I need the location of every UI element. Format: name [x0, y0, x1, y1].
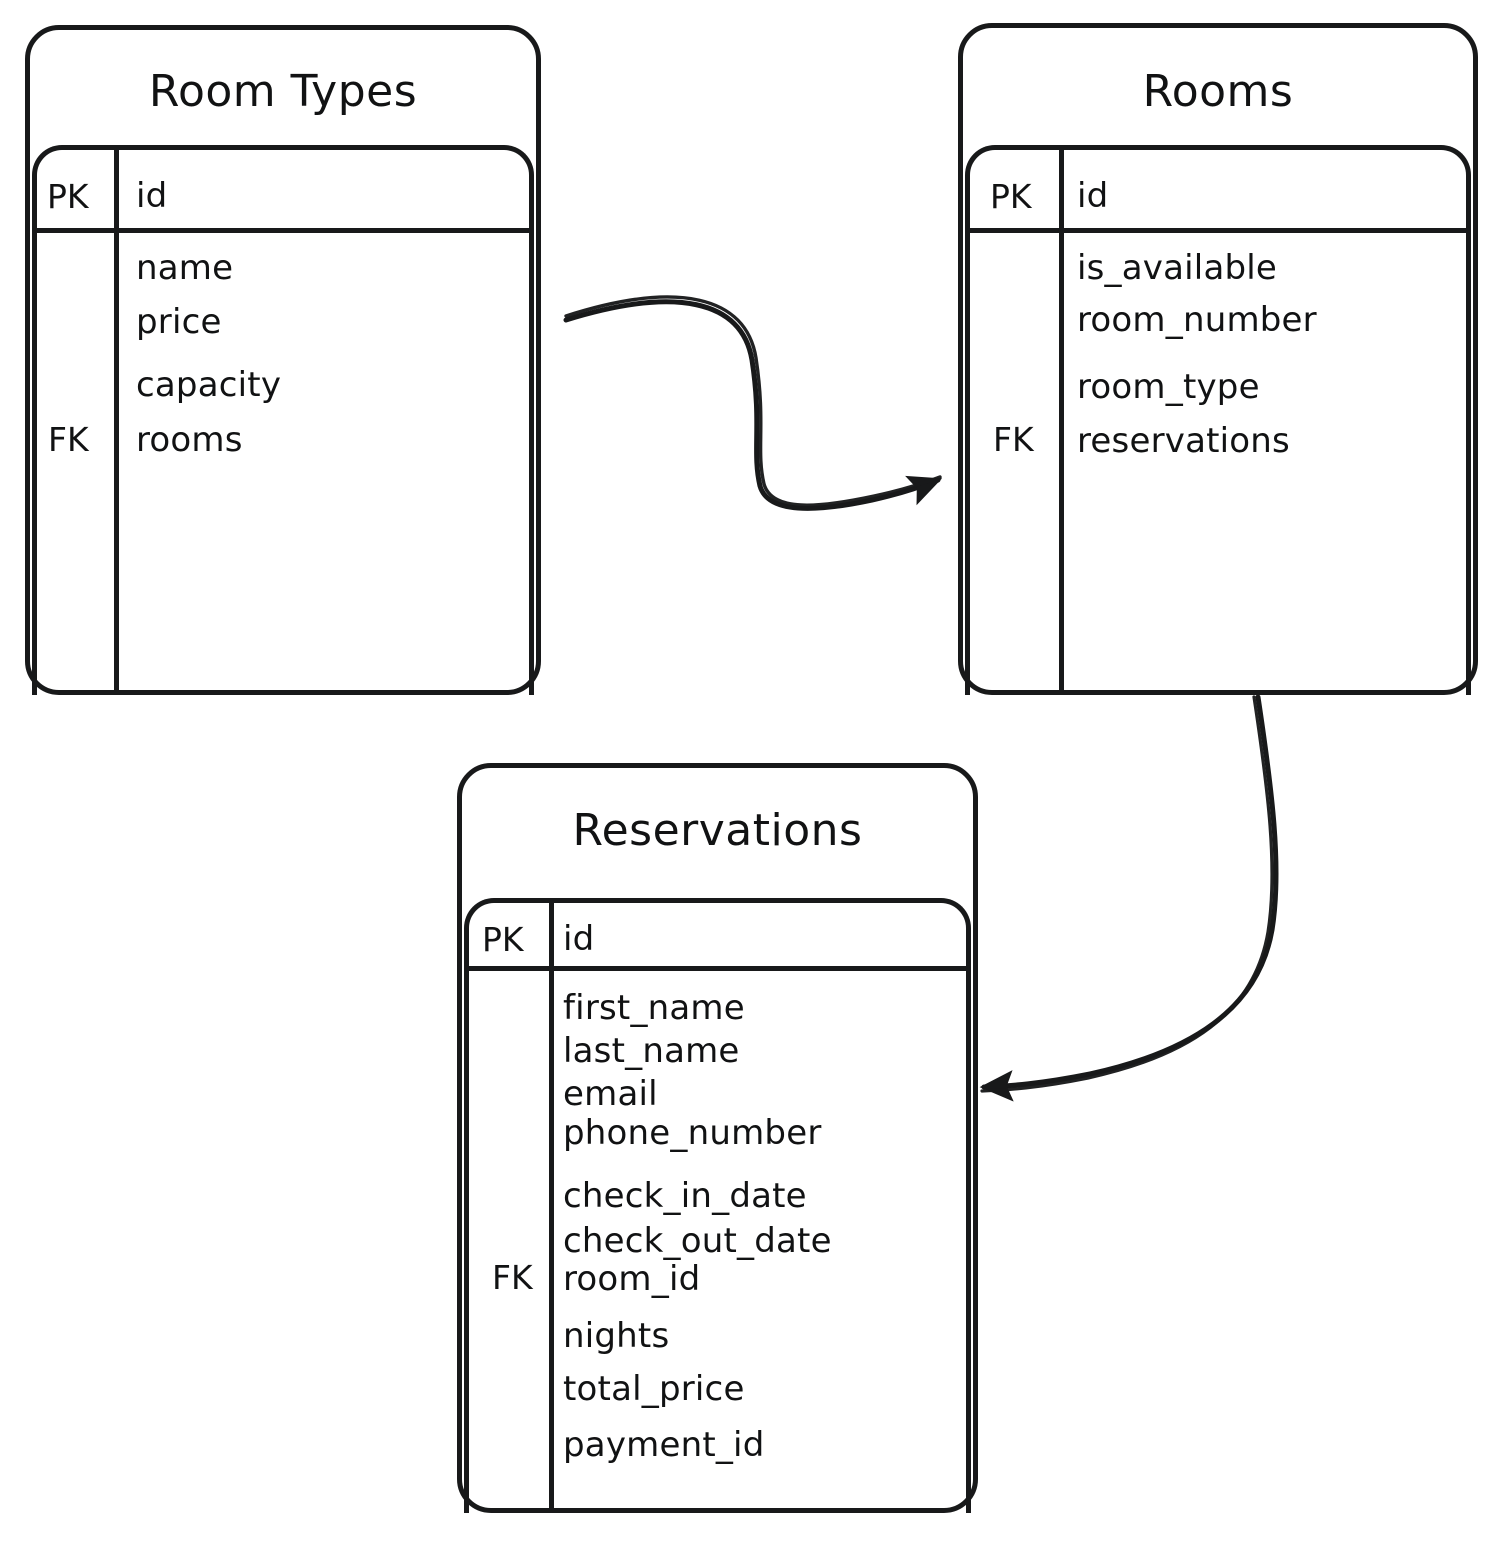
entity-reservations[interactable]: [457, 763, 978, 1513]
entity-rooms-title: Rooms: [1142, 66, 1294, 117]
entity-reservations-field-7: nights: [563, 1316, 670, 1356]
entity-reservations-field-0: first_name: [563, 988, 745, 1028]
entity-reservations-field-2: email: [563, 1074, 658, 1114]
entity-rooms-fk-label: FK: [993, 420, 1034, 459]
entity-room-types-body: [32, 145, 534, 695]
entity-reservations-pk-separator: [464, 966, 971, 971]
entity-reservations-pk-field: id: [563, 919, 595, 959]
entity-room-types-pk-separator: [32, 228, 534, 233]
entity-room-types-field-3: rooms: [136, 420, 243, 460]
entity-reservations-field-4: check_in_date: [563, 1176, 807, 1216]
entity-reservations-field-1: last_name: [563, 1031, 740, 1071]
entity-room-types-title: Room Types: [148, 66, 418, 117]
entity-room-types-pk-label: PK: [47, 177, 89, 216]
entity-rooms-field-0: is_available: [1077, 248, 1278, 288]
entity-room-types-fk-label: FK: [48, 420, 89, 459]
entity-reservations-field-3: phone_number: [563, 1113, 822, 1153]
entity-reservations-field-6: room_id: [563, 1259, 701, 1299]
entity-reservations-body: [464, 898, 971, 1513]
entity-rooms[interactable]: [958, 23, 1478, 695]
entity-rooms-pk-separator: [965, 228, 1471, 233]
entity-reservations-title: Reservations: [572, 805, 863, 856]
entity-reservations-field-5: check_out_date: [563, 1221, 832, 1261]
entity-reservations-key-divider: [549, 901, 554, 1513]
entity-rooms-key-divider: [1059, 148, 1064, 695]
connector-rooms-to-reservations: [979, 694, 1279, 1102]
entity-room-types-field-1: price: [136, 302, 222, 342]
entity-room-types-field-0: name: [136, 248, 234, 288]
entity-reservations-fk-label: FK: [492, 1258, 533, 1297]
connector-room-types-to-rooms: [563, 295, 943, 511]
entity-rooms-field-3: reservations: [1077, 421, 1290, 461]
entity-rooms-pk-label: PK: [990, 177, 1032, 216]
entity-rooms-field-2: room_type: [1077, 367, 1260, 407]
entity-room-types-key-divider: [114, 148, 119, 695]
entity-reservations-pk-label: PK: [482, 920, 524, 959]
entity-rooms-pk-field: id: [1077, 176, 1109, 216]
entity-reservations-field-9: payment_id: [563, 1425, 765, 1465]
entity-room-types-field-2: capacity: [136, 365, 282, 405]
entity-room-types-pk-field: id: [136, 176, 168, 216]
entity-reservations-field-8: total_price: [563, 1369, 745, 1409]
entity-rooms-field-1: room_number: [1077, 300, 1317, 340]
entity-rooms-body: [965, 145, 1471, 695]
entity-room-types[interactable]: [25, 25, 541, 695]
